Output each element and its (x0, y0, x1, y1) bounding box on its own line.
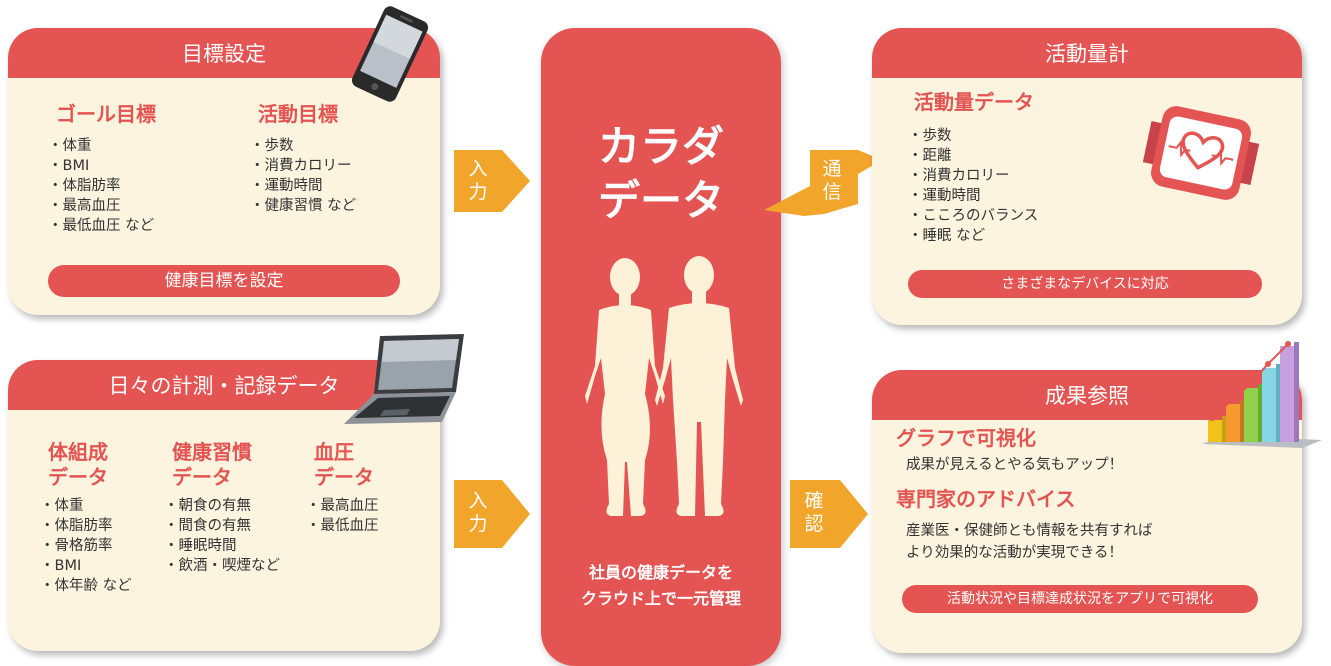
goal-target-heading: ゴール目標 (56, 102, 156, 126)
wearable-heart-monitor-icon (1142, 106, 1260, 200)
arrow-shape (764, 150, 882, 216)
list-item: 最低血圧 など (48, 216, 155, 236)
list-item: 睡眠時間 (164, 536, 280, 556)
communication-label: 通 信 (822, 158, 842, 203)
list-item: 間食の有無 (164, 516, 280, 536)
activity-meter-card: 活動量計 活動量データ 歩数 距離 消費カロリー 運動時間 こころのバランス 睡… (872, 28, 1302, 325)
arrow-shape (454, 480, 530, 548)
expert-advice-heading: 専門家のアドバイス (896, 487, 1076, 511)
visualize-in-app-button[interactable]: 活動状況や目標達成状況をアプリで可視化 (902, 585, 1258, 613)
list-item: BMI (48, 156, 154, 176)
list-item: 歩数 (250, 136, 356, 156)
list-item: BMI (40, 556, 132, 576)
list-item: 距離 (908, 146, 1038, 166)
list-item: 最高血圧 (48, 196, 154, 216)
list-item: 体重 (40, 496, 132, 516)
arrow-shape (790, 480, 868, 548)
list-item: 体年齢 など (40, 576, 132, 596)
daily-records-title: 日々の計測・記録データ (8, 360, 440, 410)
list-item: 歩数 (908, 126, 1038, 146)
goal-target-list: 体重 BMI 体脂肪率 最高血圧 最低血圧 など (48, 136, 155, 236)
health-habit-list: 朝食の有無 間食の有無 睡眠時間 飲酒・喫煙など (164, 496, 281, 576)
device-support-button[interactable]: さまざまなデバイスに対応 (908, 270, 1262, 298)
list-item: 最高血圧 (306, 496, 379, 516)
smartphone-icon (351, 6, 429, 102)
blood-pressure-list: 最高血圧 最低血圧 (306, 496, 379, 536)
activity-target-heading: 活動目標 (258, 102, 338, 126)
activity-meter-title: 活動量計 (872, 28, 1302, 78)
daily-records-card: 日々の計測・記録データ 体組成 データ 体重 体脂肪率 骨格筋率 BMI 体年齢… (8, 360, 440, 651)
body-composition-heading: 体組成 データ (48, 440, 108, 489)
rising-bar-chart-icon (1202, 341, 1322, 448)
body-data-center: カラダ データ 社員の健康データを クラウド上で一元管理 (541, 28, 781, 666)
laptop-icon (344, 334, 464, 424)
body-composition-list: 体重 体脂肪率 骨格筋率 BMI 体年齢 など (40, 496, 132, 596)
list-item: 健康習慣 など (250, 196, 357, 216)
input-label-top: 入 力 (468, 158, 488, 203)
list-item: 消費カロリー (250, 156, 356, 176)
list-item: 睡眠 など (908, 226, 1038, 246)
list-item: 運動時間 (908, 186, 1038, 206)
input-label-bottom: 入 力 (468, 490, 488, 535)
activity-target-list: 歩数 消費カロリー 運動時間 健康習慣 など (250, 136, 357, 216)
list-item: 骨格筋率 (40, 536, 132, 556)
blood-pressure-heading: 血圧 データ (314, 440, 374, 489)
advice-text: 産業医・保健師とも情報を共有すれば より効果的な活動が実現できる！ (906, 523, 1153, 561)
list-item: 飲酒・喫煙など (164, 556, 281, 576)
list-item: 最低血圧 (306, 516, 379, 536)
set-health-goal-button[interactable]: 健康目標を設定 (48, 265, 400, 297)
list-item: こころのバランス (908, 206, 1039, 226)
list-item: 消費カロリー (908, 166, 1038, 186)
motivation-text: 成果が見えるとやる気もアップ！ (906, 457, 1124, 473)
list-item: 運動時間 (250, 176, 356, 196)
activity-data-heading: 活動量データ (914, 90, 1034, 114)
center-caption: 社員の健康データを クラウド上で一元管理 (580, 563, 741, 608)
human-figures-icon (585, 256, 743, 516)
confirm-label: 確 認 (804, 490, 824, 535)
activity-data-list: 歩数 距離 消費カロリー 運動時間 こころのバランス 睡眠 など (908, 126, 1039, 246)
center-title: カラダ データ (597, 122, 724, 225)
list-item: 体重 (48, 136, 154, 156)
arrow-shape (454, 150, 530, 212)
list-item: 体脂肪率 (48, 176, 154, 196)
health-habit-heading: 健康習慣 データ (172, 440, 252, 489)
list-item: 体脂肪率 (40, 516, 132, 536)
list-item: 朝食の有無 (164, 496, 280, 516)
graph-visualize-heading: グラフで可視化 (896, 426, 1036, 450)
